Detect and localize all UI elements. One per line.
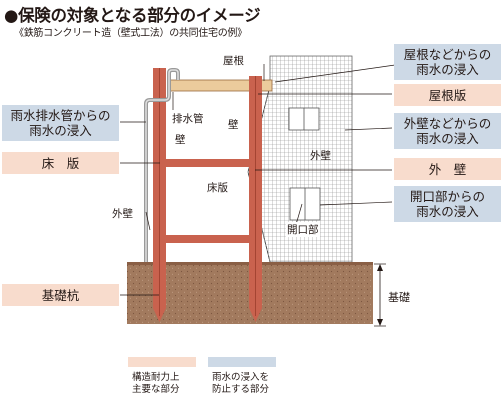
callout-rain-from-drain-pipe: 雨水排水管からの 雨水の浸入 <box>2 105 119 141</box>
callout-rain-from-opening: 開口部からの 雨水の浸入 <box>394 186 501 222</box>
label-roof: 屋根 <box>223 55 244 67</box>
callout-rain-from-drain-pipe-line2: 雨水の浸入 <box>29 123 92 138</box>
label-wall-left: 壁 <box>175 134 186 146</box>
page-title: ●保険の対象となる部分のイメージ <box>4 6 261 25</box>
callout-rain-from-drain-pipe-line1: 雨水排水管からの <box>10 108 111 123</box>
callout-foundation-pile: 基礎杭 <box>2 284 119 306</box>
callout-rain-from-opening-line2: 雨水の浸入 <box>416 204 479 219</box>
page-subtitle: 《鉄筋コンクリート造（壁式工法）の共同住宅の例》 <box>14 28 247 39</box>
legend-swatch-structural <box>128 357 196 367</box>
label-drain-pipe: 排水管 <box>172 113 204 125</box>
label-opening: 開口部 <box>286 222 320 237</box>
legend-text-rain: 雨水の浸入を 防止する部分 <box>212 372 269 396</box>
label-foundation: 基礎 <box>388 291 410 304</box>
callout-floor-slab: 床 版 <box>2 152 119 174</box>
callout-rain-from-roof-line1: 屋根などからの <box>403 47 492 62</box>
floor-slab-beam <box>164 159 256 167</box>
callout-roof-slab: 屋根版 <box>394 84 501 106</box>
wall-boundary-dashed-line <box>247 85 271 263</box>
legend-structural-line2: 主要な部分 <box>132 384 180 395</box>
legend-rain-line1: 雨水の浸入を <box>212 372 270 383</box>
callout-rain-from-outer-wall-line2: 雨水の浸入 <box>416 131 479 146</box>
legend-text-structural: 構造耐力上 主要な部分 <box>132 372 180 396</box>
callout-rain-from-roof: 屋根などからの 雨水の浸入 <box>394 44 501 80</box>
lower-beam <box>164 235 256 243</box>
legend-structural-line1: 構造耐力上 <box>132 372 180 383</box>
callout-rain-from-outer-wall: 外壁などからの 雨水の浸入 <box>394 113 501 149</box>
label-outer-wall-left: 外壁 <box>112 208 133 220</box>
legend-rain-line2: 防止する部分 <box>212 384 270 395</box>
label-floor-slab: 床版 <box>207 182 228 194</box>
callout-rain-from-opening-line1: 開口部からの <box>409 189 485 204</box>
label-outer-wall-right: 外壁 <box>310 150 331 162</box>
callout-outer-wall: 外 壁 <box>394 158 501 180</box>
label-wall-right: 壁 <box>228 119 239 131</box>
callout-rain-from-roof-line2: 雨水の浸入 <box>416 62 479 77</box>
legend-swatch-rain <box>208 357 276 367</box>
callout-rain-from-outer-wall-line1: 外壁などからの <box>403 116 492 131</box>
